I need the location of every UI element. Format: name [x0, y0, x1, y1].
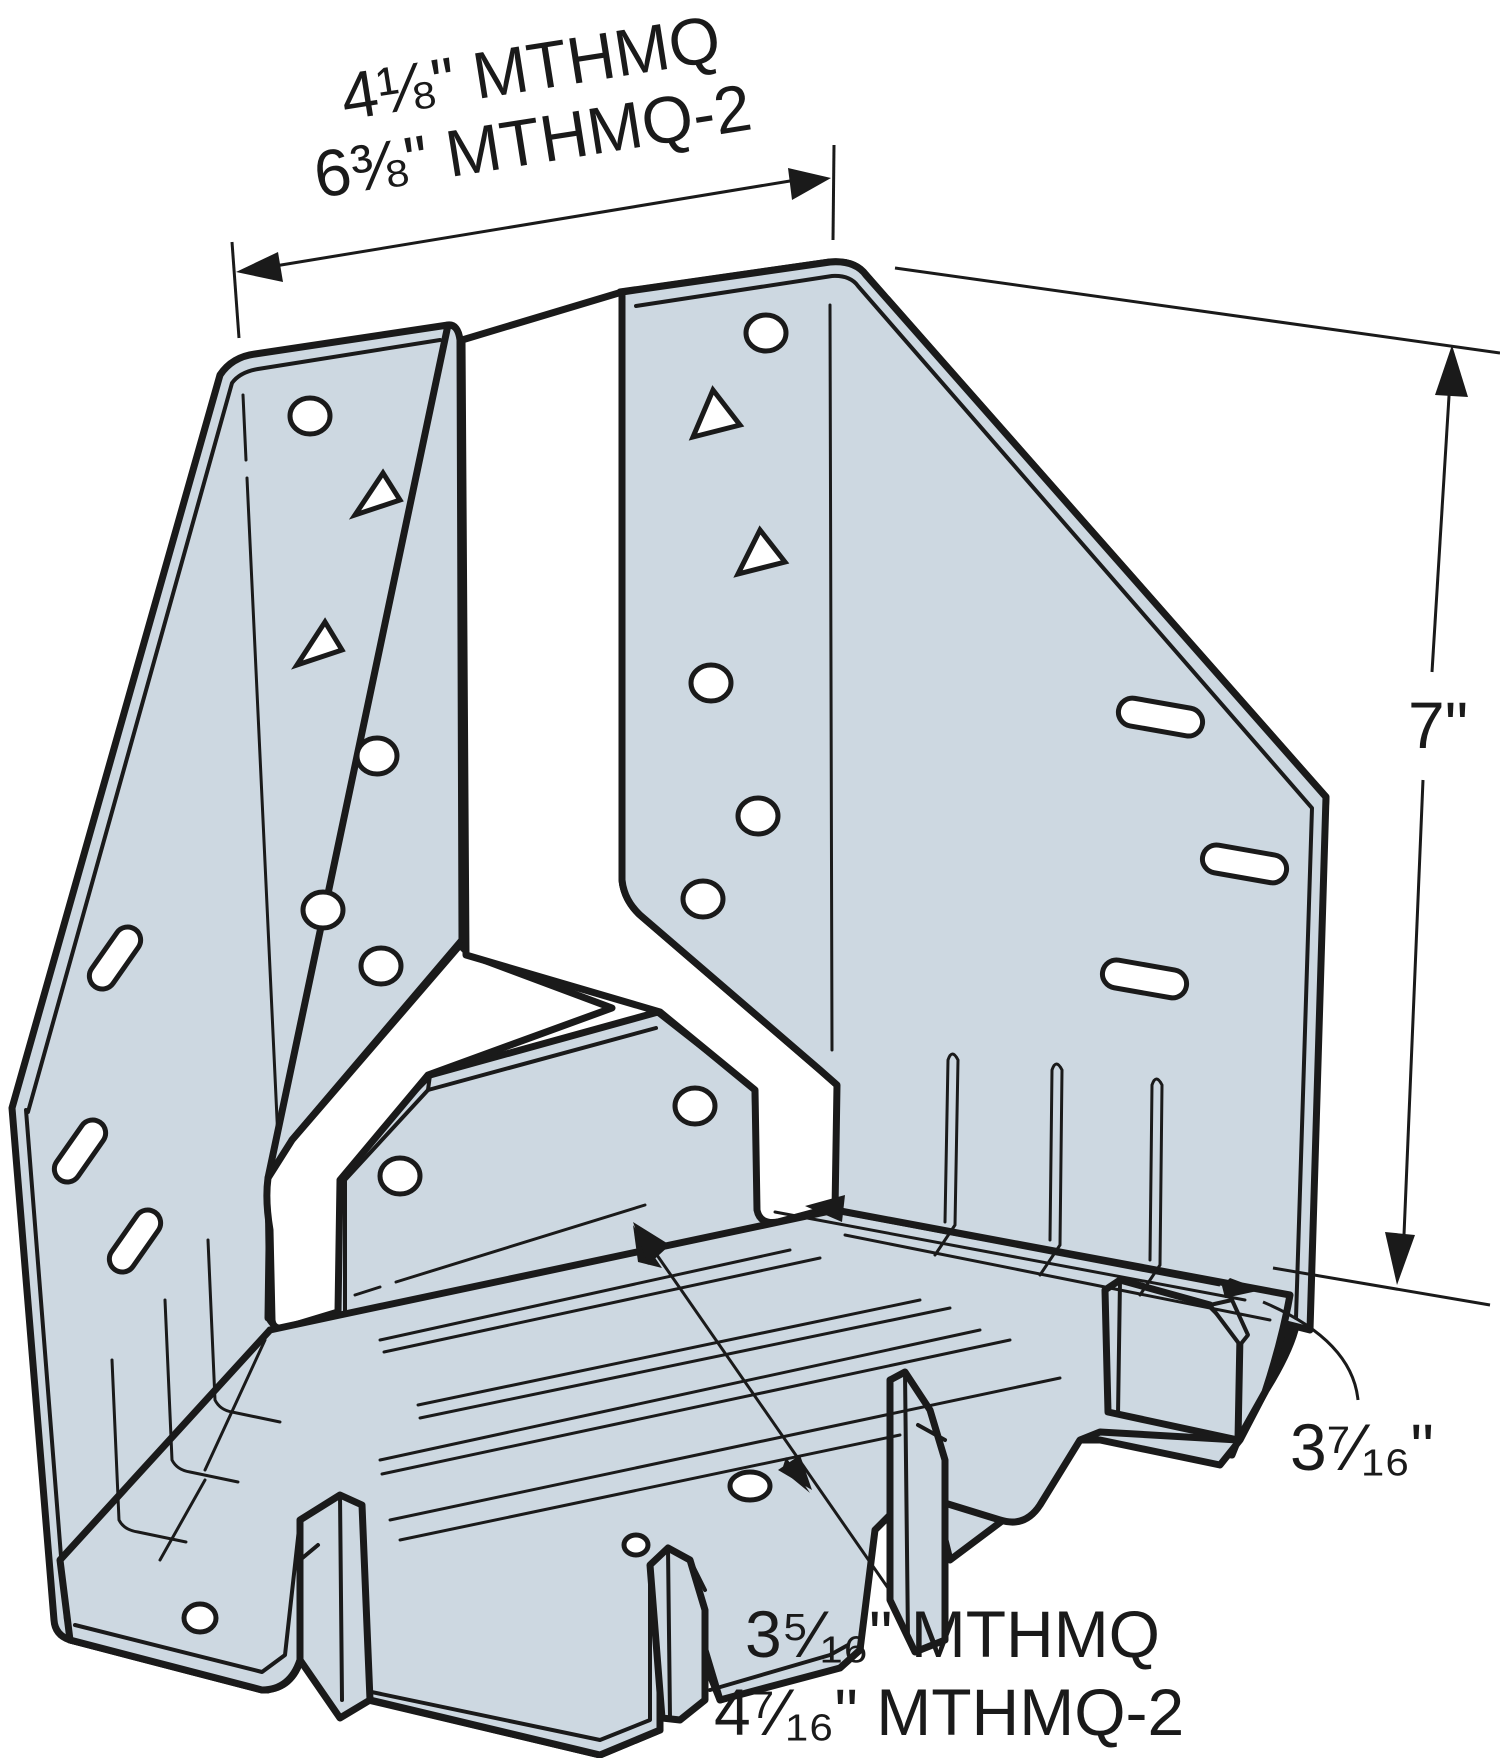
right-wall-ribs	[933, 1052, 1164, 1297]
front-lug-middle	[646, 1544, 709, 1724]
right-fold-line	[828, 303, 834, 1052]
seat-width-dimension	[633, 1222, 890, 1589]
left-wall-ribs	[110, 1238, 282, 1562]
front-lug-left	[296, 1491, 374, 1722]
left-notch-cutout	[263, 941, 616, 1332]
seat-ribs	[353, 1203, 1272, 1542]
width-dimension	[230, 144, 836, 339]
height-dimension	[894, 266, 1500, 1307]
front-lug-right	[886, 1368, 949, 1656]
round-holes	[181, 312, 789, 1635]
left-side-flange	[8, 321, 462, 1694]
seat-width-label-mthmq-2: 4⁷⁄₁₆" MTHMQ-2	[714, 1675, 1184, 1749]
slotted-holes	[51, 695, 1290, 1275]
seat-depth-label: 3⁷⁄₁₆"	[1290, 1410, 1434, 1484]
seat-depth-dimension	[805, 1195, 1360, 1401]
seat-width-label-mthmq: 3⁵⁄₁₆" MTHMQ	[745, 1597, 1160, 1671]
front-lug-far-right	[1101, 1276, 1250, 1444]
triangle-holes	[290, 385, 790, 670]
height-label: 7"	[1408, 688, 1468, 762]
